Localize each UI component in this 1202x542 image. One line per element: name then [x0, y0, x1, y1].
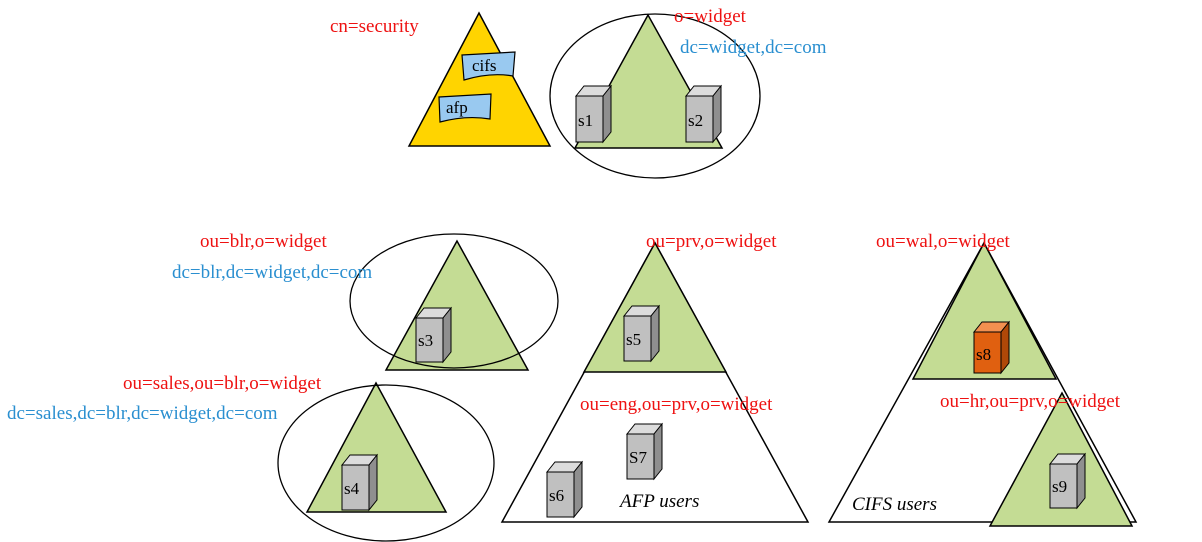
widget-ellipse — [549, 13, 761, 179]
cifs-label: cifs — [472, 56, 497, 75]
cifs-users-label: CIFS users — [852, 494, 937, 515]
afp-users-label: AFP users — [618, 491, 699, 512]
blr-label: ou=blr,o=widget — [200, 231, 327, 252]
server-s6: s6 — [545, 460, 584, 519]
widget-tree: o=widget dc=widget,dc=com s1 s2 — [549, 6, 827, 179]
security-label: cn=security — [330, 16, 419, 37]
server-s2-label: s2 — [688, 111, 703, 130]
server-s3: s3 — [414, 306, 453, 364]
server-s7: S7 — [625, 422, 664, 481]
wal-triangle — [911, 241, 1058, 380]
server-s3-label: s3 — [418, 331, 433, 350]
afp-entry: afp — [438, 93, 492, 123]
widget-label: o=widget — [674, 6, 747, 27]
sales-tree: ou=sales,ou=blr,o=widget dc=sales,dc=blr… — [7, 373, 495, 542]
blr-ellipse — [349, 233, 559, 369]
server-s8: s8 — [972, 320, 1011, 375]
sales-dc: dc=sales,dc=blr,dc=widget,dc=com — [7, 403, 278, 424]
server-s9-label: s9 — [1052, 477, 1067, 496]
wal-label: ou=wal,o=widget — [876, 231, 1011, 252]
prv-label: ou=prv,o=widget — [646, 231, 777, 252]
sales-label: ou=sales,ou=blr,o=widget — [123, 373, 322, 394]
security-tree: cn=security cifs afp — [330, 11, 552, 147]
blr-triangle — [384, 239, 530, 371]
server-s2: s2 — [684, 84, 723, 144]
eng-label: ou=eng,ou=prv,o=widget — [580, 394, 773, 415]
server-s5: s5 — [622, 304, 661, 363]
blr-tree: ou=blr,o=widget dc=blr,dc=widget,dc=com … — [172, 231, 559, 371]
widget-triangle — [573, 13, 724, 149]
prv-eng-tree: ou=prv,o=widget s5 ou=eng,ou=prv,o=widge… — [500, 231, 810, 523]
security-triangle — [407, 11, 552, 147]
server-s5-label: s5 — [626, 330, 641, 349]
hr-label: ou=hr,ou=prv,o=widget — [940, 391, 1121, 412]
server-s7-label: S7 — [629, 448, 647, 467]
cifs-entry: cifs — [461, 51, 516, 81]
server-s9: s9 — [1048, 452, 1087, 510]
blr-dc: dc=blr,dc=widget,dc=com — [172, 262, 372, 283]
server-s8-label: s8 — [976, 345, 991, 364]
server-s1-label: s1 — [578, 111, 593, 130]
server-s4: s4 — [340, 453, 379, 512]
server-s6-label: s6 — [549, 486, 564, 505]
afp-label: afp — [446, 98, 468, 117]
widget-dc: dc=widget,dc=com — [680, 37, 827, 58]
server-s1: s1 — [574, 84, 613, 144]
server-s4-label: s4 — [344, 479, 360, 498]
wal-hr-tree: ou=wal,o=widget s8 ou=hr,ou=prv,o=widget… — [827, 231, 1138, 527]
eng-triangle — [500, 241, 810, 523]
sales-ellipse — [277, 384, 495, 542]
